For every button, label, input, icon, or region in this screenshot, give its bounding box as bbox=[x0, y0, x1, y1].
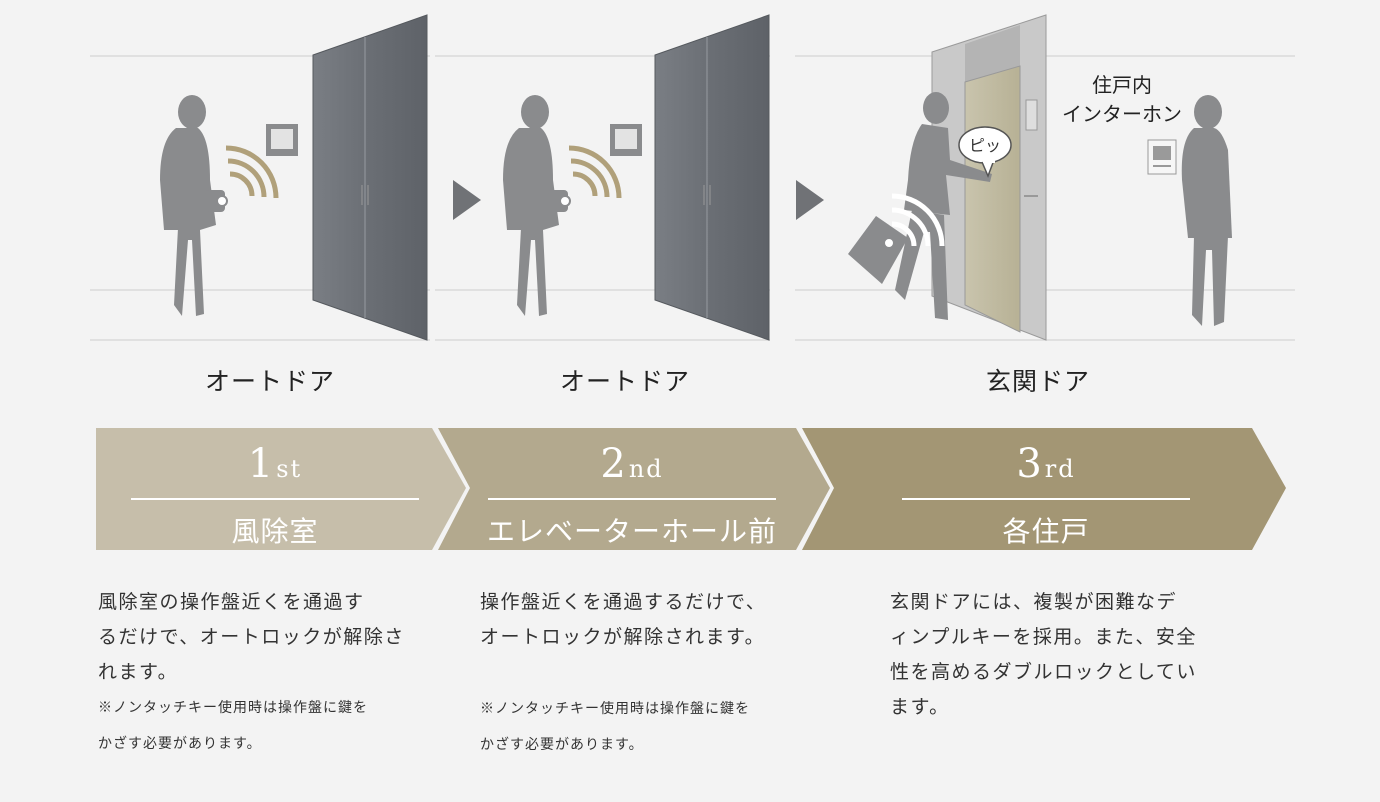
resident-silhouette-icon bbox=[1181, 95, 1232, 326]
step-chevrons bbox=[96, 428, 1286, 550]
intercom-label-line-1: 住戸内 bbox=[1092, 73, 1152, 97]
step-2-label: エレベーターホール前 bbox=[487, 514, 778, 548]
person-silhouette-icon bbox=[503, 95, 568, 316]
step-1-divider bbox=[131, 498, 419, 500]
wireless-wave-icon bbox=[225, 145, 279, 199]
step-3: 3rd 各住戸 bbox=[901, 444, 1191, 550]
description-2-note: ※ノンタッチキー使用時は操作盤に鍵を bbox=[480, 701, 750, 717]
description-1-line: るだけで、オートロックが解除さ bbox=[98, 626, 405, 648]
scene-caption-2: オートドア bbox=[559, 367, 690, 396]
description-3-line: 性を高めるダブルロックとしてい bbox=[890, 661, 1197, 683]
step-chevron-3 bbox=[802, 428, 1286, 550]
auto-door-1 bbox=[312, 14, 428, 341]
sound-bubble-text: ピッ bbox=[969, 136, 1001, 155]
scene-1 bbox=[160, 14, 428, 341]
description-1-line: 風除室の操作盤近くを通過す bbox=[98, 591, 365, 613]
description-3: 玄関ドアには、複製が困難なデ ィンプルキーを採用。また、安全 性を高めるダブルロ… bbox=[890, 585, 1230, 725]
step-1-label: 風除室 bbox=[231, 514, 319, 548]
step-chevron-2 bbox=[438, 428, 830, 550]
person-silhouette-icon bbox=[895, 92, 992, 320]
description-3-line: ィンプルキーを採用。また、安全 bbox=[890, 626, 1197, 648]
description-3-line: ます。 bbox=[890, 696, 950, 718]
description-2-note: かざす必要があります。 bbox=[480, 737, 644, 753]
intercom-label-line-2: インターホン bbox=[1062, 102, 1182, 126]
step-2-number: 2nd bbox=[600, 441, 664, 487]
auto-door-2 bbox=[654, 14, 770, 341]
step-1: 1st 風除室 bbox=[130, 444, 420, 550]
step-1-number: 1st bbox=[247, 441, 303, 487]
wireless-wave-icon bbox=[568, 145, 622, 199]
sound-bubble: ピッ bbox=[958, 126, 1012, 179]
description-1-line: れます。 bbox=[98, 661, 179, 683]
person-silhouette-icon bbox=[160, 95, 225, 316]
arrow-right-icon bbox=[453, 180, 481, 220]
scene-2 bbox=[503, 14, 770, 341]
entrance-door bbox=[964, 65, 1021, 333]
description-2: 操作盤近くを通過するだけで、 オートロックが解除されます。 ※ノンタッチキー使用… bbox=[480, 585, 810, 763]
scene-caption-1: オートドア bbox=[204, 367, 335, 396]
description-2-line: 操作盤近くを通過するだけで、 bbox=[480, 591, 767, 613]
scene-caption-3: 玄関ドア bbox=[985, 367, 1090, 396]
step-chevron-1 bbox=[96, 428, 466, 550]
arrow-right-icon bbox=[796, 180, 824, 220]
description-1: 風除室の操作盤近くを通過す るだけで、オートロックが解除さ れます。 ※ノンタッ… bbox=[98, 585, 428, 762]
step-3-label: 各住戸 bbox=[1002, 514, 1090, 548]
wireless-wave-icon bbox=[891, 193, 945, 247]
step-2-divider bbox=[488, 498, 776, 500]
description-2-line: オートロックが解除されます。 bbox=[480, 626, 766, 648]
step-3-divider bbox=[902, 498, 1190, 500]
description-3-line: 玄関ドアには、複製が困難なデ bbox=[890, 591, 1178, 613]
illustration-scenes: ピッ 住戸内 インターホン bbox=[90, 14, 1295, 341]
step-2: 2nd エレベーターホール前 bbox=[487, 444, 777, 550]
step-3-number: 3rd bbox=[1016, 441, 1076, 487]
description-1-note: かざす必要があります。 bbox=[98, 736, 262, 752]
description-1-note: ※ノンタッチキー使用時は操作盤に鍵を bbox=[98, 700, 368, 716]
shopping-bag-icon bbox=[848, 216, 908, 284]
scene-3: ピッ 住戸内 インターホン bbox=[848, 14, 1232, 341]
